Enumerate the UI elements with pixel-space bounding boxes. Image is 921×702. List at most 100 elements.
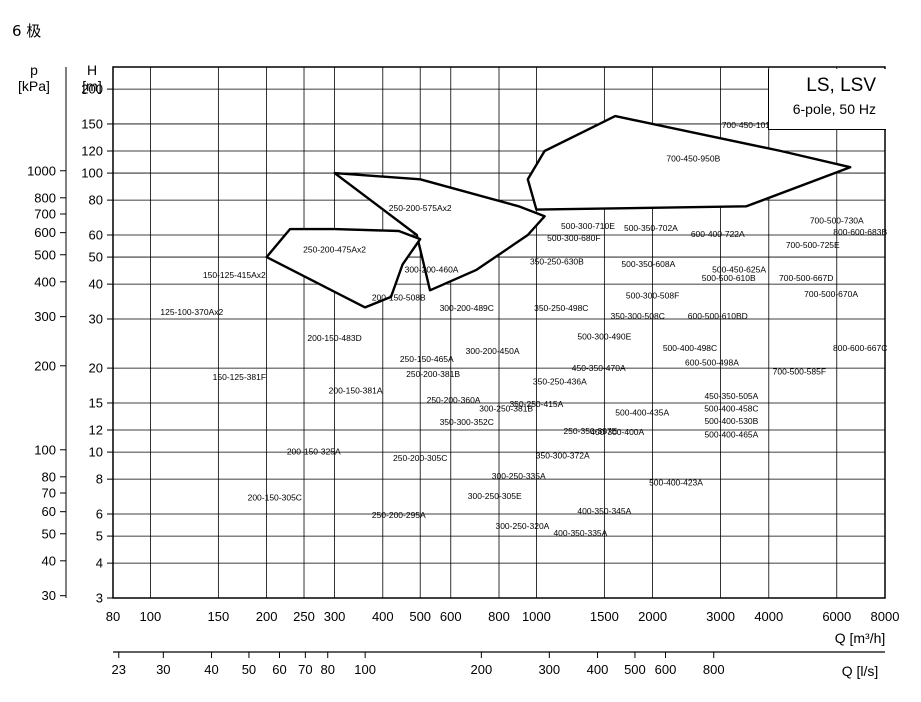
pump-label-700-450-1010A: 700-450-1010A [722, 120, 781, 130]
pump-label-350-300-352C: 350-300-352C [440, 417, 494, 427]
p-tick-label: 600 [34, 225, 56, 240]
pump-label-350-300-508C: 350-300-508C [611, 311, 665, 321]
p-tick-label: 200 [34, 358, 56, 373]
y-tick-label: 8 [96, 472, 103, 487]
pump-curves [265, 114, 852, 309]
pump-label-700-450-950B: 700-450-950B [666, 154, 720, 164]
pump-label-350-250-630B: 350-250-630B [530, 257, 584, 267]
pump-label-250-200-475Ax2: 250-200-475Ax2 [303, 244, 366, 254]
axis-label-p: p [kPa] [14, 62, 54, 94]
legend-series-title: LS, LSV [806, 75, 876, 96]
x-tick-label: 6000 [822, 609, 851, 624]
pump-label-300-250-320A: 300-250-320A [495, 521, 549, 531]
pump-label-700-500-725E: 700-500-725E [786, 240, 840, 250]
x-tick-label: 400 [372, 609, 394, 624]
pump-label-350-250-415A: 350-250-415A [509, 399, 563, 409]
axis-label-p-unit: [kPa] [18, 78, 50, 94]
x2-tick-label: 800 [703, 662, 725, 677]
y-tick-label: 3 [96, 591, 103, 606]
axis-label-q-ls: Q [l/s] [841, 663, 879, 679]
pump-label-700-500-585F: 700-500-585F [773, 366, 826, 376]
pump-label-450-350-470A: 450-350-470A [572, 363, 626, 373]
x2-tick-label: 600 [655, 662, 677, 677]
pump-label-250-200-305C: 250-200-305C [393, 453, 447, 463]
x-tick-label: 300 [324, 609, 346, 624]
pump-label-250-200-295A: 250-200-295A [372, 510, 426, 520]
pump-label-300-200-489C: 300-200-489C [440, 303, 494, 313]
y-tick-label: 15 [89, 395, 103, 410]
pump-label-200-150-305C: 200-150-305C [248, 493, 302, 503]
y-tick-label: 20 [89, 361, 103, 376]
pump-label-450-350-505A: 450-350-505A [704, 391, 758, 401]
pump-label-350-300-372A: 350-300-372A [536, 450, 590, 460]
p-tick-label: 30 [42, 588, 56, 603]
p-tick-label: 50 [42, 526, 56, 541]
pump-label-500-300-680F: 500-300-680F [547, 233, 600, 243]
x2-tick-label: 23 [112, 662, 126, 677]
y-tick-label: 10 [89, 445, 103, 460]
axis-label-q-m3h: Q [m³/h] [834, 630, 886, 646]
legend-box: LS, LSV 6-pole, 50 Hz [768, 69, 886, 130]
pump-label-250-200-575Ax2: 250-200-575Ax2 [389, 203, 452, 213]
pump-labels: 700-450-1010A 700-450-950B 250-200-575Ax2 2… [160, 120, 887, 538]
x-tick-label: 1000 [522, 609, 551, 624]
pump-area-250-200-575Ax2 [333, 171, 546, 292]
pump-label-500-300-508F: 500-300-508F [626, 291, 679, 301]
y-tick-label: 5 [96, 529, 103, 544]
x-tick-label: 1500 [590, 609, 619, 624]
axis-label-h: H [m] [72, 62, 112, 94]
pump-label-500-300-710E: 500-300-710E [561, 221, 615, 231]
pump-label-600-500-498A: 600-500-498A [685, 358, 739, 368]
x2-tick-label: 70 [298, 662, 312, 677]
pump-label-500-400-465A: 500-400-465A [704, 429, 758, 439]
x-tick-label: 800 [488, 609, 510, 624]
x2-tick-label: 400 [587, 662, 609, 677]
x-tick-label: 600 [440, 609, 462, 624]
corner-title: 6 极 [12, 22, 42, 40]
legend-subtitle: 6-pole, 50 Hz [792, 101, 876, 117]
pump-label-300-250-305E: 300-250-305E [468, 491, 522, 501]
pump-label-500-350-608A: 500-350-608A [621, 259, 675, 269]
p-tick-label: 500 [34, 247, 56, 262]
grid [112, 67, 886, 599]
x2-tick-label: 300 [538, 662, 560, 677]
y-tick-label: 4 [96, 556, 103, 571]
x2-tick-label: 60 [272, 662, 286, 677]
pump-label-200-150-483D: 200-150-483D [307, 333, 361, 343]
pump-label-500-400-423A: 500-400-423A [649, 477, 703, 487]
p-tick-label: 400 [34, 274, 56, 289]
p-tick-label: 60 [42, 504, 56, 519]
x2-tick-label: 40 [204, 662, 218, 677]
x-tick-label: 2000 [638, 609, 667, 624]
y-tick-label: 200 [81, 82, 103, 97]
x2-tick-label: 500 [624, 662, 646, 677]
pump-label-500-400-498C: 500-400-498C [663, 343, 717, 353]
pump-label-500-450-625A: 500-450-625A [712, 265, 766, 275]
x-tick-label: 200 [256, 609, 278, 624]
pump-label-125-100-370Ax2: 125-100-370Ax2 [160, 307, 223, 317]
p-tick-label: 100 [34, 442, 56, 457]
y-tick-label: 50 [89, 250, 103, 265]
p-tick-label: 70 [42, 486, 56, 501]
x2-tick-label: 100 [354, 662, 376, 677]
pump-area-250-200-475Ax2 [265, 227, 422, 309]
pump-label-700-500-730A: 700-500-730A [810, 215, 864, 225]
pump-label-700-500-670A: 700-500-670A [804, 289, 858, 299]
pump-label-500-400-435A: 500-400-435A [615, 408, 669, 418]
p-tick-label: 300 [34, 309, 56, 324]
pump-label-250-350-397E: 250-350-397E [563, 426, 617, 436]
x2-tick-label: 30 [156, 662, 170, 677]
pump-label-250-200-381B: 250-200-381B [406, 369, 460, 379]
plot-frame [112, 66, 886, 599]
pump-label-500-500-610B: 500-500-610B [702, 273, 756, 283]
axis-label-h-text: H [86, 62, 98, 78]
p-tick-label: 80 [42, 469, 56, 484]
p-tick-label: 40 [42, 553, 56, 568]
x-tick-label: 500 [409, 609, 431, 624]
pump-label-500-350-702A: 500-350-702A [624, 223, 678, 233]
axis-label-h-unit: [m] [82, 78, 102, 94]
x-tick-label: 3000 [706, 609, 735, 624]
pump-label-500-300-490E: 500-300-490E [577, 332, 631, 342]
